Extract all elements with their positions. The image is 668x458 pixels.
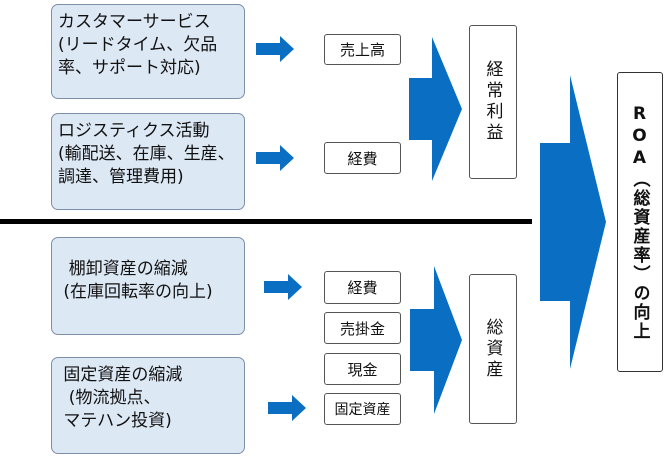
arrow-to-roa bbox=[540, 75, 606, 369]
arrow-inventory-to-items bbox=[264, 274, 302, 300]
arrow-customer-to-sales bbox=[256, 36, 294, 62]
arrow-to-ordinary-profit bbox=[409, 37, 462, 181]
item-expenses-assets: 経費 bbox=[324, 271, 401, 304]
factor-inventory-reduction: 棚卸資産の縮減 (在庫回転率の向上) bbox=[51, 237, 245, 335]
factor-logistics: ロジスティクス活動 (輸配送、在庫、生産、 調達、管理費用) bbox=[51, 113, 245, 210]
item-sales: 売上高 bbox=[324, 34, 401, 65]
arrow-logistics-to-expenses bbox=[256, 145, 294, 171]
roa-improvement-box: ROA（総資産率）の向上 bbox=[617, 72, 663, 372]
section-divider bbox=[0, 219, 532, 224]
arrow-fixed-to-items bbox=[268, 395, 306, 421]
factor-fixed-asset-reduction: 固定資産の縮減 (物流拠点、 マテハン投資) bbox=[51, 357, 245, 454]
item-expenses-profit: 経費 bbox=[324, 142, 401, 174]
arrow-to-total-assets bbox=[410, 266, 462, 414]
factor-customer-service: カスタマーサービス (リードタイム、欠品 率、サポート対応) bbox=[51, 4, 245, 99]
item-fixed-assets: 固定資産 bbox=[324, 393, 401, 425]
total-assets-box: 総資産 bbox=[469, 274, 517, 424]
item-cash: 現金 bbox=[324, 353, 401, 385]
ordinary-profit-box: 経常利益 bbox=[469, 25, 517, 179]
item-receivables: 売掛金 bbox=[324, 312, 401, 344]
